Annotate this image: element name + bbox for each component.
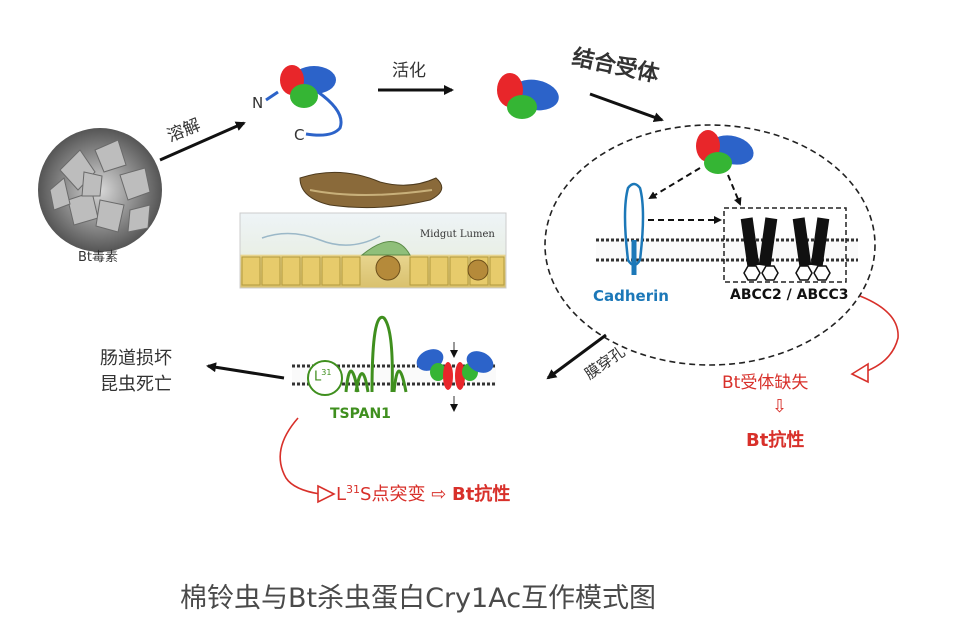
abcc-box xyxy=(723,207,847,283)
mutation-label: L31S点突变 ⇨ Bt抗性 xyxy=(336,483,511,505)
gut-damage-label: 肠道损坏 xyxy=(100,348,172,369)
bt-toxin-label: Bt毒素 xyxy=(78,250,119,265)
dissolve-arrow xyxy=(159,121,246,162)
protoxin-protein xyxy=(265,65,343,137)
insect-death-label: 昆虫死亡 xyxy=(100,374,172,395)
receptor-loss-label: Bt受体缺失 xyxy=(722,373,809,393)
toxin-to-cadherin-arrow xyxy=(648,167,701,200)
abcc-transporters xyxy=(740,217,830,267)
activated-toxin xyxy=(497,73,559,119)
figure-caption: 棉铃虫与Bt杀虫蛋白Cry1Ac互作模式图 xyxy=(180,583,657,614)
abcc-label: ABCC2 / ABCC3 xyxy=(730,287,849,303)
death-arrow xyxy=(206,362,285,380)
mutation-curve-arrow xyxy=(279,417,321,495)
pore-arrow xyxy=(546,333,607,380)
down-arrow: ⇩ xyxy=(772,396,788,417)
bound-toxin xyxy=(696,130,754,174)
receptor-loss-curve-arrow xyxy=(859,295,899,373)
pore-toxins xyxy=(416,342,494,412)
bind-arrow xyxy=(589,92,664,122)
bt-crystal-image xyxy=(38,128,162,252)
activate-label: 活化 xyxy=(392,61,426,81)
resistance-label-2: Bt抗性 xyxy=(746,430,805,451)
cadherin-receptor xyxy=(623,182,645,275)
tspan1-protein xyxy=(307,315,408,396)
c-terminus-label: C xyxy=(294,126,305,144)
n-terminus-label: N xyxy=(252,94,264,112)
midgut-lumen-label: Midgut Lumen xyxy=(420,229,495,240)
cadherin-label: Cadherin xyxy=(593,287,669,305)
toxin-to-abcc-arrow xyxy=(727,174,742,206)
abcc-nbd-hexagons xyxy=(743,265,831,281)
midgut-illustration xyxy=(239,171,507,289)
tspan1-label: TSPAN1 xyxy=(330,406,391,422)
receptor-binding-zone xyxy=(544,124,876,366)
l31-residue-label: L31 xyxy=(314,368,332,385)
